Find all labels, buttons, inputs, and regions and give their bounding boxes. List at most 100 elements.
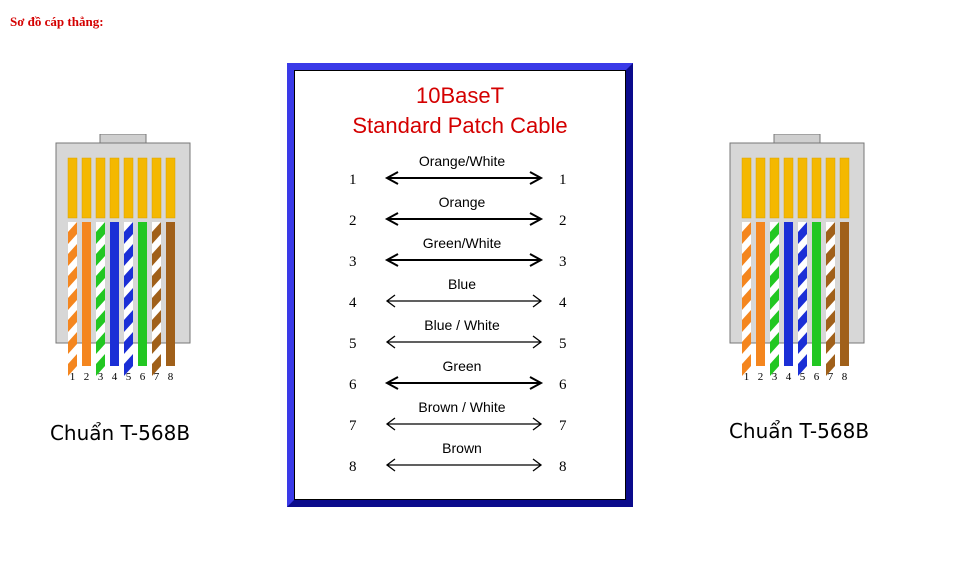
gold-contact (123, 157, 134, 219)
wire-stripe (124, 244, 133, 266)
wire-stripe (68, 310, 77, 332)
pin-number-left: 6 (349, 377, 357, 393)
page-heading: Sơ đồ cáp thẳng: (10, 14, 104, 29)
gold-contact (109, 157, 120, 219)
double-arrow-icon (385, 294, 543, 308)
wire-stripe (770, 266, 779, 288)
wire-stripe (96, 266, 105, 288)
double-arrow-icon (385, 417, 543, 431)
pin-number-right: 7 (559, 418, 567, 434)
wire-stripe (742, 266, 751, 288)
gold-contact (67, 157, 78, 219)
wire-stripe (152, 222, 161, 244)
pin-number-right: 1 (559, 172, 567, 188)
wire-conductor (756, 222, 765, 366)
pin-number-label: 8 (168, 371, 174, 383)
gold-contact (165, 157, 176, 219)
wire-conductor (110, 222, 119, 366)
gold-contact (137, 157, 148, 219)
double-arrow-icon (385, 335, 543, 349)
pin-number-label: 3 (98, 371, 104, 383)
pin-number-label: 3 (772, 371, 778, 383)
panel-title-line1: 10BaseT (415, 83, 505, 108)
pin-number-label: 6 (140, 371, 146, 383)
wire-stripe (826, 266, 835, 288)
wire-stripe (68, 288, 77, 310)
wire-stripe (124, 354, 133, 376)
pin-number-left: 2 (349, 213, 357, 229)
wire-stripe (742, 222, 751, 244)
wire-conductor (138, 222, 147, 366)
wire-stripe (152, 310, 161, 332)
wire-conductor (82, 222, 91, 366)
wire-stripe (742, 244, 751, 266)
wire-stripe (68, 222, 77, 244)
gold-contact (769, 157, 780, 219)
wire-stripe (96, 288, 105, 310)
right-standard-label: Chuẩn T-568B (728, 419, 870, 443)
double-arrow-icon (384, 171, 544, 185)
wire-stripe (152, 266, 161, 288)
wire-stripe (96, 354, 105, 376)
pin-number-label: 2 (758, 371, 764, 383)
pinout-row: 3 Green/White 3 (294, 235, 626, 276)
gold-contact (755, 157, 766, 219)
double-arrow-icon (384, 253, 544, 267)
pin-number-right: 3 (559, 254, 567, 270)
gold-contact (825, 157, 836, 219)
wire-color-label: Blue (447, 276, 477, 292)
wire-stripe (152, 332, 161, 354)
wire-conductor (840, 222, 849, 366)
wire-stripe (798, 266, 807, 288)
wire-stripe (826, 332, 835, 354)
wire-conductor (166, 222, 175, 366)
wire-stripe (770, 288, 779, 310)
wire-color-label: Orange (438, 194, 486, 210)
wire-stripe (742, 354, 751, 376)
wire-stripe (742, 288, 751, 310)
gold-contact (741, 157, 752, 219)
wire-stripe (96, 310, 105, 332)
double-arrow-icon (384, 376, 544, 390)
wire-stripe (124, 288, 133, 310)
pin-number-label: 8 (842, 371, 848, 383)
wire-color-label: Green/White (422, 235, 502, 251)
wire-stripe (770, 310, 779, 332)
wire-stripe (770, 222, 779, 244)
wire-stripe (798, 244, 807, 266)
wire-color-label: Orange/White (418, 153, 506, 169)
pin-number-label: 5 (126, 371, 132, 383)
wire-stripe (124, 332, 133, 354)
wire-stripe (68, 332, 77, 354)
double-arrow-icon (385, 458, 543, 472)
pin-number-label: 4 (112, 371, 118, 383)
wire-stripe (124, 222, 133, 244)
wire-stripe (798, 332, 807, 354)
pin-number-left: 1 (349, 172, 357, 188)
pin-number-label: 7 (828, 371, 834, 383)
wire-stripe (770, 354, 779, 376)
gold-contact (839, 157, 850, 219)
pin-number-right: 4 (559, 295, 567, 311)
wire-stripe (798, 222, 807, 244)
pin-number-right: 5 (559, 336, 567, 352)
wire-stripe (770, 332, 779, 354)
wire-stripe (68, 244, 77, 266)
wire-color-label: Brown / White (418, 399, 506, 415)
wire-stripe (798, 310, 807, 332)
gold-contact (95, 157, 106, 219)
gold-contact (811, 157, 822, 219)
wire-stripe (826, 354, 835, 376)
wire-stripe (96, 222, 105, 244)
pin-number-left: 3 (349, 254, 357, 270)
wire-stripe (770, 244, 779, 266)
